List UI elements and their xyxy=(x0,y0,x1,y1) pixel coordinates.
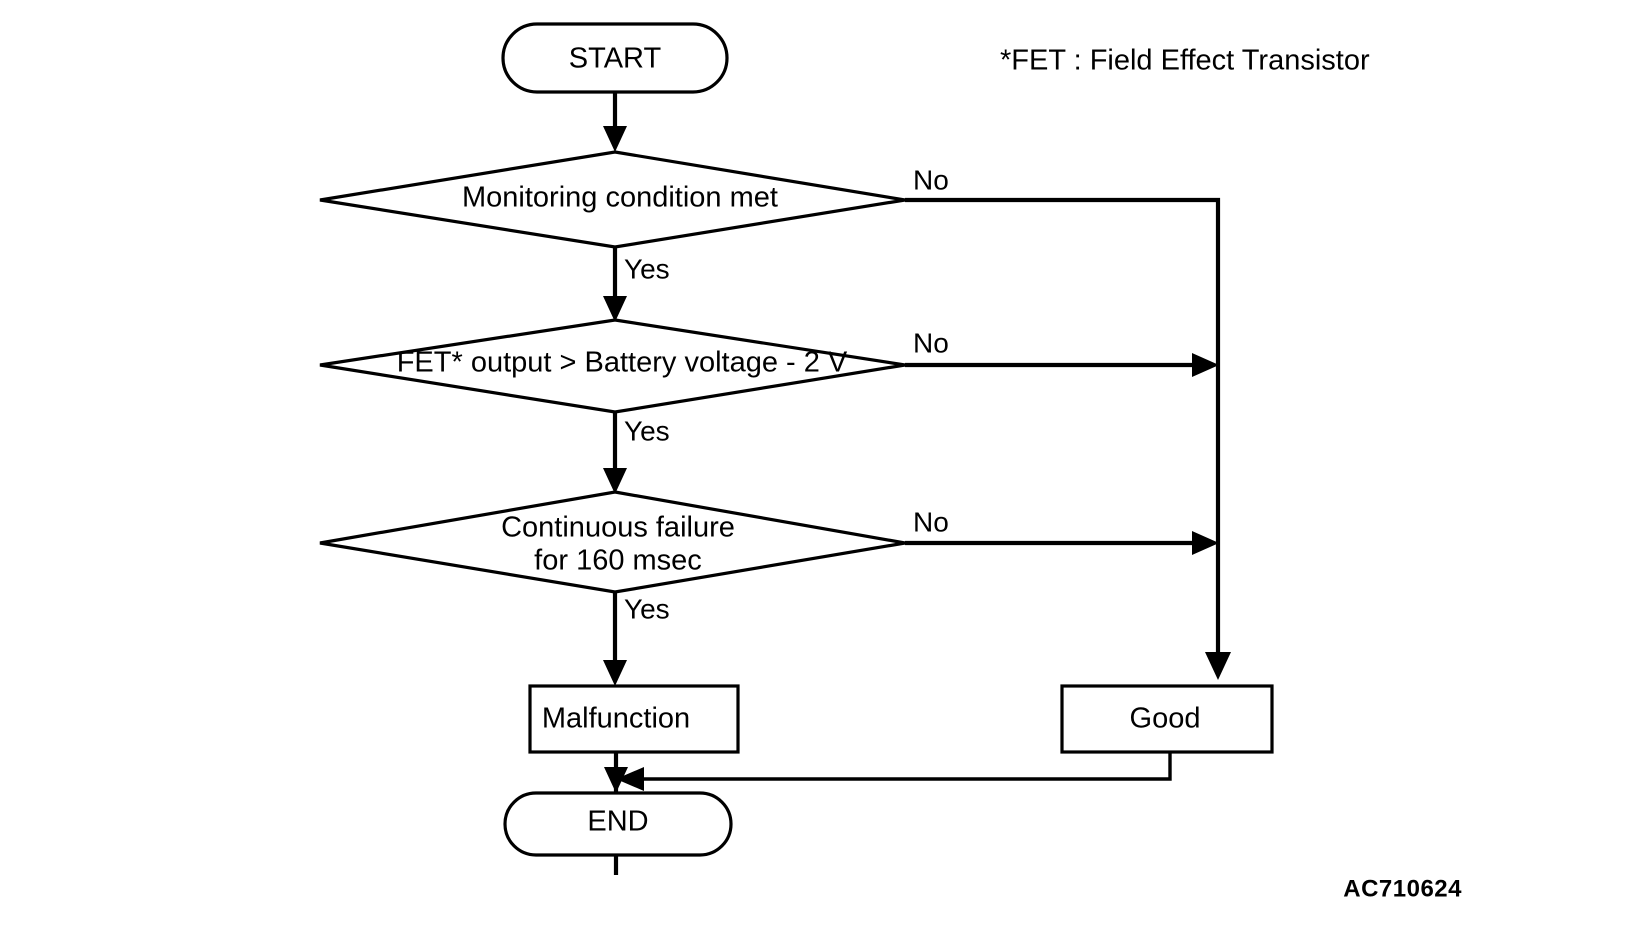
end-shape xyxy=(503,791,733,857)
node-start: START xyxy=(501,22,729,94)
edge-decision3-yes: Yes xyxy=(603,592,670,686)
legend-note: *FET : Field Effect Transistor xyxy=(1000,45,1370,77)
edge-decision1-no: No xyxy=(905,164,1231,680)
good-shape xyxy=(1060,684,1274,754)
node-malfunction: Malfunction xyxy=(528,684,740,754)
edge-decision1-yes: Yes xyxy=(603,247,670,322)
branch-label-yes-3: Yes xyxy=(624,593,670,624)
branch-label-no-1: No xyxy=(913,164,949,195)
node-decision-fet-output: FET* output > Battery voltage - 2 V xyxy=(319,318,906,414)
branch-label-yes-1: Yes xyxy=(624,253,670,284)
edge-decision2-no: No xyxy=(905,327,1219,377)
figure-code: AC710624 xyxy=(1343,875,1462,902)
node-decision-monitoring-condition: Monitoring condition met xyxy=(319,150,906,249)
end-label: END xyxy=(587,806,648,838)
branch-label-yes-2: Yes xyxy=(624,415,670,446)
node-decision-continuous-failure: Continuous failure for 160 msec xyxy=(319,490,906,594)
edge-good-to-end xyxy=(616,752,1172,791)
node-good: Good xyxy=(1060,684,1274,754)
branch-label-no-3: No xyxy=(913,506,949,537)
node-end: END xyxy=(503,791,733,857)
branch-label-no-2: No xyxy=(913,327,949,358)
good-label: Good xyxy=(1130,703,1201,735)
malfunction-shape xyxy=(528,684,740,754)
decision1-label: Monitoring condition met xyxy=(462,182,778,214)
decision3-label-line2: for 160 msec xyxy=(534,545,702,577)
decision2-label: FET* output > Battery voltage - 2 V xyxy=(397,347,848,379)
malfunction-label: Malfunction xyxy=(542,703,690,735)
start-label: START xyxy=(569,43,662,75)
decision3-label-line1: Continuous failure xyxy=(501,512,735,544)
edge-decision3-no: No xyxy=(905,506,1219,555)
edge-decision2-yes: Yes xyxy=(603,412,670,494)
edge-start-to-decision1 xyxy=(603,92,627,152)
